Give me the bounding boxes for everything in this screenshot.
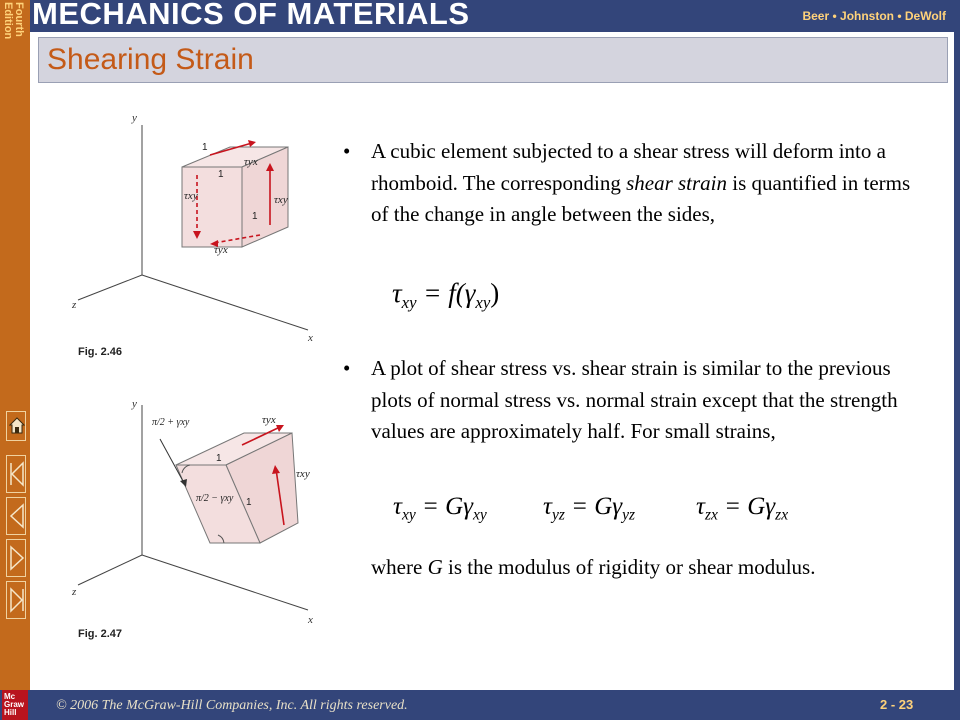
home-icon <box>9 417 25 434</box>
eq1-lhs-sub: xy <box>401 292 417 312</box>
arrow-tau-yx-bottom <box>213 234 261 244</box>
page-number: 2 - 23 <box>880 697 914 712</box>
edition-line1: Fourth <box>13 2 25 37</box>
fig46-tau-xy-right: τxy <box>274 194 288 206</box>
arrow-tau-yx-top <box>209 142 253 156</box>
fig47-axis-y: y <box>131 398 137 410</box>
equation-hooke-zx: τzx = Gγzx <box>696 493 788 524</box>
eq1-rhs-sub: xy <box>475 292 491 312</box>
equation-hooke-xy: τxy = Gγxy <box>393 493 487 524</box>
previous-slide-button[interactable] <box>6 497 26 535</box>
fig46-axis-z: z <box>71 299 77 311</box>
bullet-1-text-after: is quantified in terms of the change in … <box>371 170 911 227</box>
eq1-lhs: τ <box>392 278 402 308</box>
equation-hooke-yz: τyz = Gγyz <box>543 493 635 524</box>
course-title: MECHANICS OF MATERIALS <box>32 0 470 31</box>
where-symbol: G <box>427 555 443 579</box>
header-bar <box>0 0 960 32</box>
fig46-tau-xy-left: τxy <box>184 190 198 202</box>
eq2-yz-lhs-sub: yz <box>551 506 565 524</box>
fig47-axis-z: z <box>71 586 77 598</box>
fig47-one-b: 1 <box>246 497 252 508</box>
eq2-zx-lhs: τ <box>696 493 705 520</box>
bullet-2-text: A plot of shear stress vs. shear strain … <box>371 356 898 443</box>
bullet-1-emphasis: shear strain <box>626 170 728 195</box>
rhomboid-front-face <box>175 464 261 544</box>
eq1-close: ) <box>490 278 500 308</box>
first-slide-button[interactable] <box>6 455 26 493</box>
right-border <box>954 0 960 720</box>
fig46-tau-yx-top: τyx <box>244 156 258 168</box>
eq2-yz-rhs-sub: yz <box>622 506 636 524</box>
eq2-xy-rhs-sub: xy <box>473 506 487 524</box>
eq2-yz-lhs: τ <box>543 493 552 520</box>
eq1-rhs: = f(γ <box>423 278 476 308</box>
fig46-axis-y: y <box>131 112 137 124</box>
fig46-one-a: 1 <box>202 142 208 153</box>
slide-title-bar: Shearing Strain <box>38 37 948 83</box>
mcgraw-hill-logo: Mc Graw Hill <box>2 690 28 720</box>
eq2-yz-rhs: = Gγ <box>571 493 623 520</box>
eq2-zx-rhs-sub: zx <box>775 506 789 524</box>
next-slide-button[interactable] <box>6 539 26 577</box>
bullet-1-text-before: A cubic element subjected to a shear str… <box>371 139 886 195</box>
arrow-tau-xy <box>275 468 285 526</box>
home-button[interactable] <box>6 411 26 441</box>
edition-line2: Edition <box>2 2 14 40</box>
where-prefix: where <box>371 555 428 579</box>
fig46-axis-x: x <box>307 332 313 344</box>
bullet-1: •A cubic element subjected to a shear st… <box>343 139 911 227</box>
equation-shear-function: τxy = f(γxy) <box>392 278 499 313</box>
arrow-tau-yx <box>241 426 281 446</box>
first-slide-icon <box>10 461 24 487</box>
edition-label: Fourth Edition <box>0 2 30 62</box>
fig46-one-c: 1 <box>252 211 258 222</box>
eq2-xy-lhs: τ <box>393 493 402 520</box>
where-line: where G is the modulus of rigidity or sh… <box>371 552 951 584</box>
authors: Beer • Johnston • DeWolf <box>802 9 946 23</box>
fig47-one-a: 1 <box>216 453 222 464</box>
logo-line2: Graw <box>4 700 25 709</box>
fig47-angle-top: π/2 + γxy <box>152 417 190 428</box>
eq2-xy-lhs-sub: xy <box>401 506 416 524</box>
fig47-tau-xy: τxy <box>296 468 310 480</box>
eq2-zx-lhs-sub: zx <box>704 506 718 524</box>
eq2-zx-rhs: = Gγ <box>724 493 776 520</box>
figure-2-46: y x z τyx τxy τxy τyx 1 1 1 <box>71 112 313 344</box>
where-suffix: is the modulus of rigidity or shear modu… <box>442 555 816 579</box>
logo-line1: Mc <box>4 692 16 701</box>
fig47-tau-yx: τyx <box>262 414 276 426</box>
last-slide-icon <box>10 587 24 613</box>
previous-slide-icon <box>9 503 24 529</box>
footer-bar <box>0 690 960 720</box>
bullet-2: •A plot of shear stress vs. shear strain… <box>343 356 898 443</box>
copyright: © 2006 The McGraw-Hill Companies, Inc. A… <box>56 698 408 713</box>
fig46-tau-yx-bottom: τyx <box>214 244 228 256</box>
cube-front-face <box>181 166 243 248</box>
last-slide-button[interactable] <box>6 581 26 619</box>
next-slide-icon <box>10 545 25 571</box>
figure-2-47: y x z π/2 + γxy π/2 − γxy τyx τxy 1 1 <box>71 398 313 626</box>
slide-title: Shearing Strain <box>47 43 254 76</box>
eq2-xy-rhs: = Gγ <box>421 493 473 520</box>
fig46-one-b: 1 <box>218 169 224 180</box>
fig46-caption: Fig. 2.46 <box>78 346 123 358</box>
fig47-axis-x: x <box>307 614 313 626</box>
logo-line3: Hill <box>4 708 17 717</box>
fig47-angle-bottom: π/2 − γxy <box>196 493 234 504</box>
fig47-caption: Fig. 2.47 <box>78 628 123 640</box>
